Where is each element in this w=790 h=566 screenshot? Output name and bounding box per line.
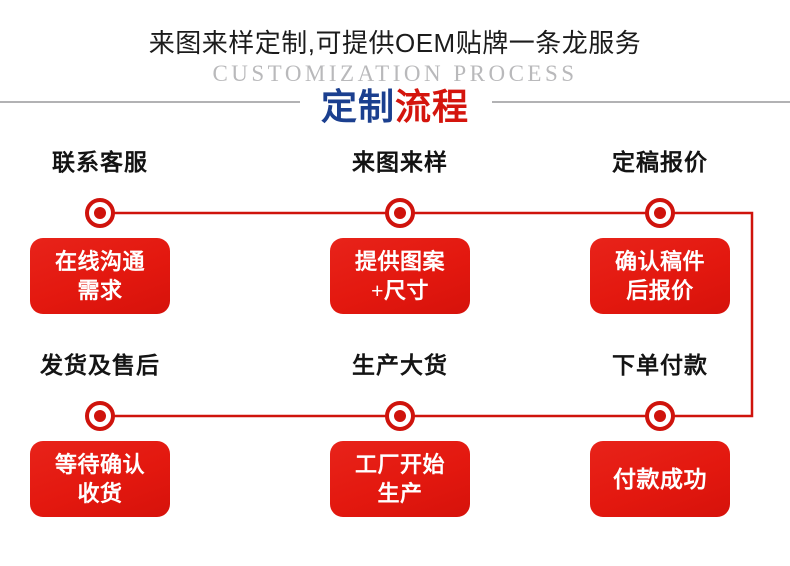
step-3-marker-icon — [645, 198, 675, 228]
step-1-label: 联系客服 — [52, 150, 148, 175]
step-3-label: 定稿报价 — [612, 150, 708, 175]
step-4-box[interactable]: 等待确认 收货 — [30, 441, 170, 517]
divider-right — [492, 101, 790, 103]
step-4-box-text: 等待确认 收货 — [54, 452, 145, 506]
step-3-box-text: 确认稿件 后报价 — [614, 249, 705, 303]
step-5-marker-icon — [385, 401, 415, 431]
step-1-box[interactable]: 在线沟通 需求 — [30, 238, 170, 314]
step-5-box[interactable]: 工厂开始 生产 — [330, 441, 470, 517]
step-5-box-text: 工厂开始 生产 — [354, 452, 445, 506]
page-title-secondary: 流程 — [395, 87, 470, 127]
divider-left — [0, 101, 300, 103]
page-title-primary: 定制 — [320, 87, 395, 127]
step-4-marker-icon — [85, 401, 115, 431]
step-2-marker-icon — [385, 198, 415, 228]
step-1-box-text: 在线沟通 需求 — [54, 249, 145, 303]
step-6-marker-icon — [645, 401, 675, 431]
process-flow: 联系客服 在线沟通 需求 来图来样 提供图案 +尺寸 定稿报价 确认稿件 后报价… — [0, 135, 790, 566]
page-title: 定制流程 — [0, 86, 790, 128]
step-5-label: 生产大货 — [352, 353, 448, 378]
step-4-label: 发货及售后 — [40, 353, 160, 378]
page-subtitle-english: CUSTOMIZATION PROCESS — [212, 61, 578, 86]
step-2-box[interactable]: 提供图案 +尺寸 — [330, 238, 470, 314]
step-2-label: 来图来样 — [352, 150, 448, 175]
page-headline: 来图来样定制,可提供OEM贴牌一条龙服务 — [148, 28, 642, 58]
step-1-marker-icon — [85, 198, 115, 228]
step-2-box-text: 提供图案 +尺寸 — [354, 249, 445, 303]
step-3-box[interactable]: 确认稿件 后报价 — [590, 238, 730, 314]
step-6-box[interactable]: 付款成功 — [590, 441, 730, 517]
step-6-box-text: 付款成功 — [613, 466, 707, 492]
step-6-label: 下单付款 — [612, 353, 708, 378]
header: 来图来样定制,可提供OEM贴牌一条龙服务 CUSTOMIZATION PROCE… — [0, 0, 790, 135]
